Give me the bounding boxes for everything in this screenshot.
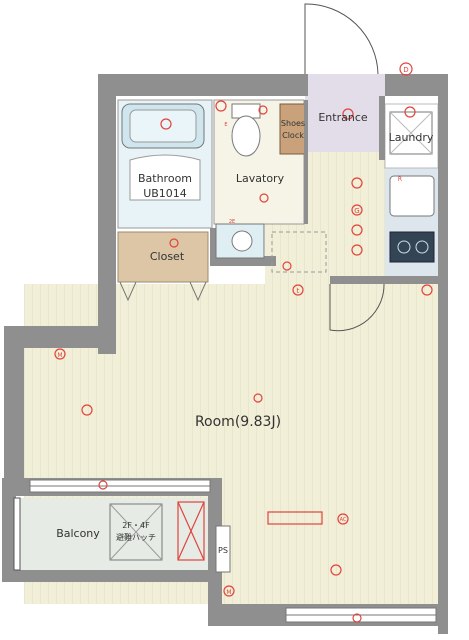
fridge-space [271,231,327,273]
symbol-m-bottom: M [226,589,231,596]
shoes-closet [279,103,307,155]
electrical-symbols [54,62,433,623]
shoes-label-1: Shoes [281,119,305,128]
shoes-label-2: Clock [282,131,304,140]
bathroom-label-2: UB1014 [143,187,187,200]
hatch-label-2: 避難ハッチ [116,532,156,542]
balcony-label: Balcony [56,527,100,540]
symbol-m-room: M [57,352,62,359]
ps-box [215,525,231,573]
toilet-bowl [231,115,261,157]
ps-label: PS [218,546,228,555]
symbol-ac: AC [340,517,347,523]
balcony-floor [16,498,208,570]
symbol-e: E [224,122,227,128]
symbol-g: G [354,207,359,215]
room-door [329,283,385,332]
closet-doors [119,281,207,302]
bathroom-label-1: Bathroom [138,172,192,185]
closet-floor [117,231,209,283]
laundry-label: Laundry [389,131,434,144]
balcony-rail [13,497,21,571]
entrance-floor [305,74,385,152]
room-label: Room(9.83J) [195,414,281,430]
entrance-label: Entrance [318,111,368,124]
hatch-label-1: 2F・4F [122,521,150,530]
entrance-door [304,3,379,75]
kitchen-sink [389,175,435,217]
bath-sink [129,154,201,201]
lavatory-label: Lavatory [236,172,285,185]
stove [389,231,435,263]
symbol-t: t [297,287,300,295]
symbol-r: R [398,176,402,183]
symbol-d: D [403,66,408,74]
symbol-2e: 2E [229,219,235,225]
hatch [109,503,163,561]
walls [2,74,448,634]
closet-label: Closet [150,250,185,263]
